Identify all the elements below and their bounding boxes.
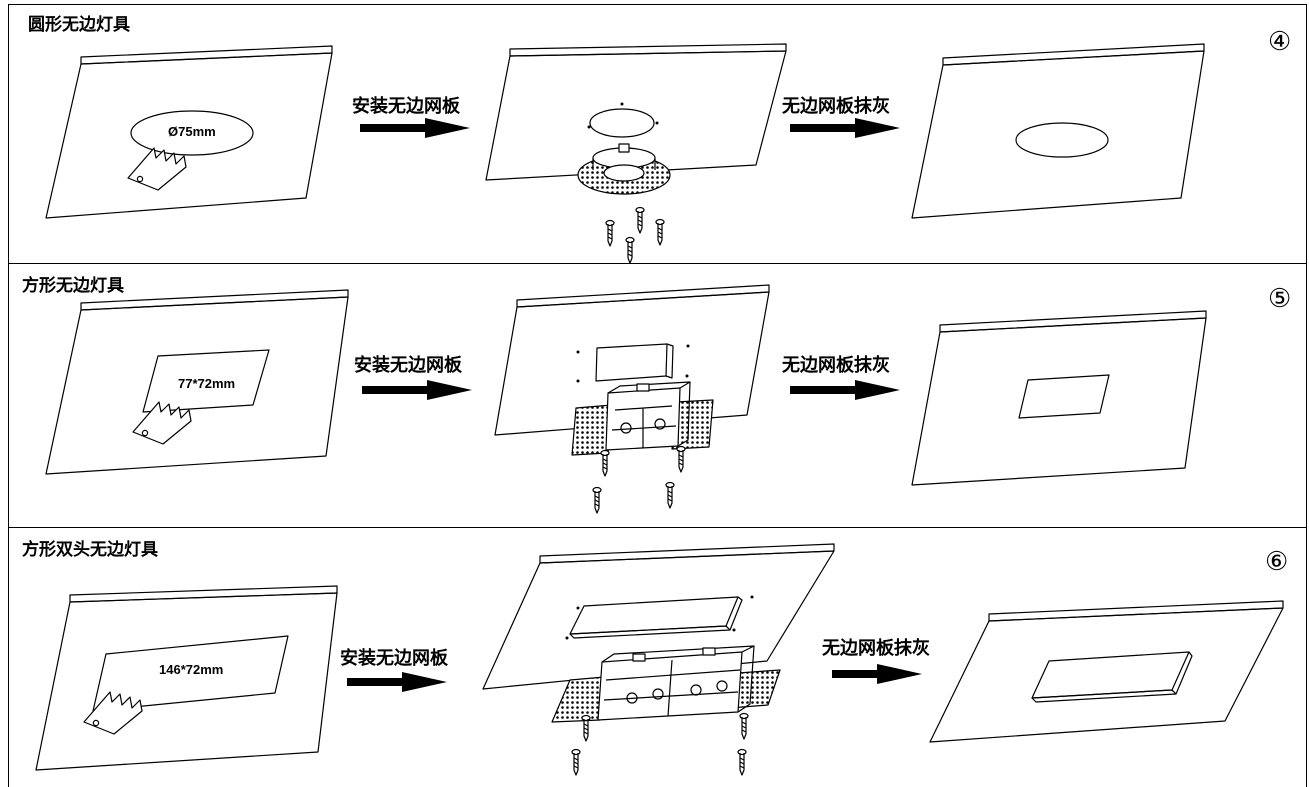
row1-step2-label: 无边网板抹灰 bbox=[782, 96, 890, 117]
diagram-frame bbox=[8, 4, 1307, 787]
row3-panel-cut bbox=[35, 585, 338, 771]
row2-arrow-1 bbox=[362, 380, 472, 400]
row2-panel-finished bbox=[911, 310, 1207, 486]
row2-step-badge: ⑤ bbox=[1268, 284, 1292, 314]
row-divider-1 bbox=[8, 263, 1307, 264]
row3-panel-finished bbox=[929, 600, 1284, 743]
screw-icon bbox=[605, 219, 615, 247]
row1-step-badge: ④ bbox=[1268, 27, 1292, 57]
row2-step2-label: 无边网板抹灰 bbox=[782, 355, 890, 376]
row1-panel-finished bbox=[911, 43, 1205, 219]
saw-icon bbox=[83, 691, 143, 735]
screw-icon bbox=[737, 748, 747, 776]
screw-icon bbox=[635, 206, 645, 234]
screw-icon bbox=[665, 481, 675, 509]
screw-icon bbox=[600, 449, 610, 477]
row3-panel-install bbox=[482, 543, 835, 776]
row2-title: 方形无边灯具 bbox=[22, 276, 124, 296]
row2-step1-label: 安装无边网板 bbox=[354, 355, 462, 376]
screw-icon bbox=[676, 445, 686, 473]
screw-icon bbox=[655, 218, 665, 246]
row3-step1-label: 安装无边网板 bbox=[340, 648, 448, 669]
row1-cutout-size: Ø75mm bbox=[168, 124, 216, 139]
row1-title: 圆形无边灯具 bbox=[28, 15, 130, 35]
screw-icon bbox=[571, 748, 581, 776]
row3-arrow-2 bbox=[832, 664, 922, 684]
row2-arrow-2 bbox=[790, 380, 900, 400]
row2-cutout-size: 77*72mm bbox=[178, 376, 236, 391]
row3-step2-label: 无边网板抹灰 bbox=[822, 638, 930, 659]
screw-icon bbox=[592, 486, 602, 514]
row1-step1-label: 安装无边网板 bbox=[352, 96, 460, 117]
saw-icon bbox=[132, 401, 192, 445]
row3-cutout-size: 146*72mm bbox=[159, 662, 224, 677]
row3-step-badge: ⑥ bbox=[1265, 547, 1289, 577]
row1-panel-install bbox=[485, 43, 787, 264]
row1-arrow-2 bbox=[790, 118, 900, 138]
row3-arrow-1 bbox=[347, 672, 447, 692]
row1-arrow-1 bbox=[360, 118, 470, 138]
row3-title: 方形双头无边灯具 bbox=[22, 540, 158, 560]
row2-panel-install bbox=[494, 284, 770, 514]
row-divider-2 bbox=[8, 527, 1307, 528]
row1-panel-cut bbox=[45, 45, 333, 219]
screw-icon bbox=[581, 714, 591, 742]
screw-icon bbox=[739, 712, 749, 740]
row2-panel-cut bbox=[45, 289, 349, 475]
screw-icon bbox=[625, 236, 635, 264]
